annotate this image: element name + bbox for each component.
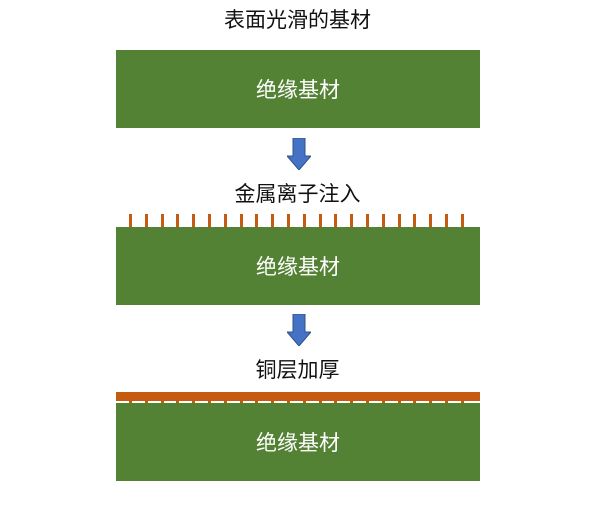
down-arrow-icon [287,314,311,346]
metal-ion-tick [397,214,401,228]
step-1-substrate: 绝缘基材 [116,50,480,128]
metal-ion-tick [350,214,354,228]
down-arrow-icon [287,138,311,170]
step-2-caption: 金属离子注入 [234,182,361,206]
metal-ion-tick [144,214,148,228]
step-2-substrate-label: 绝缘基材 [256,255,340,279]
metal-ion-tick [208,214,211,228]
metal-ion-tick [129,214,132,228]
metal-ion-tick [176,214,180,228]
metal-ion-tick [334,214,338,228]
metal-ion-tick [445,214,448,228]
metal-ion-tick [413,214,417,228]
metal-ion-tick [160,214,164,228]
metal-ion-row [116,214,480,228]
metal-ion-tick [287,214,290,228]
step-3-substrate-label: 绝缘基材 [256,431,340,455]
metal-ion-tick [239,214,243,228]
metal-ion-tick [223,214,227,228]
copper-layer [116,392,480,401]
step-1-caption: 表面光滑的基材 [224,8,371,32]
metal-ion-tick [429,214,433,228]
step-3-caption: 铜层加厚 [255,358,340,382]
metal-ion-tick [381,214,385,228]
metal-ion-tick [318,214,322,228]
metal-ion-tick [366,214,369,228]
metal-ion-tick [255,214,259,228]
metal-ion-tick [460,214,464,228]
step-1-substrate-label: 绝缘基材 [256,78,340,102]
metal-ion-tick [271,214,275,228]
metal-ion-tick [302,214,306,228]
step-3-substrate: 绝缘基材 [116,403,480,481]
metal-ion-tick [192,214,196,228]
step-2-substrate: 绝缘基材 [116,227,480,305]
